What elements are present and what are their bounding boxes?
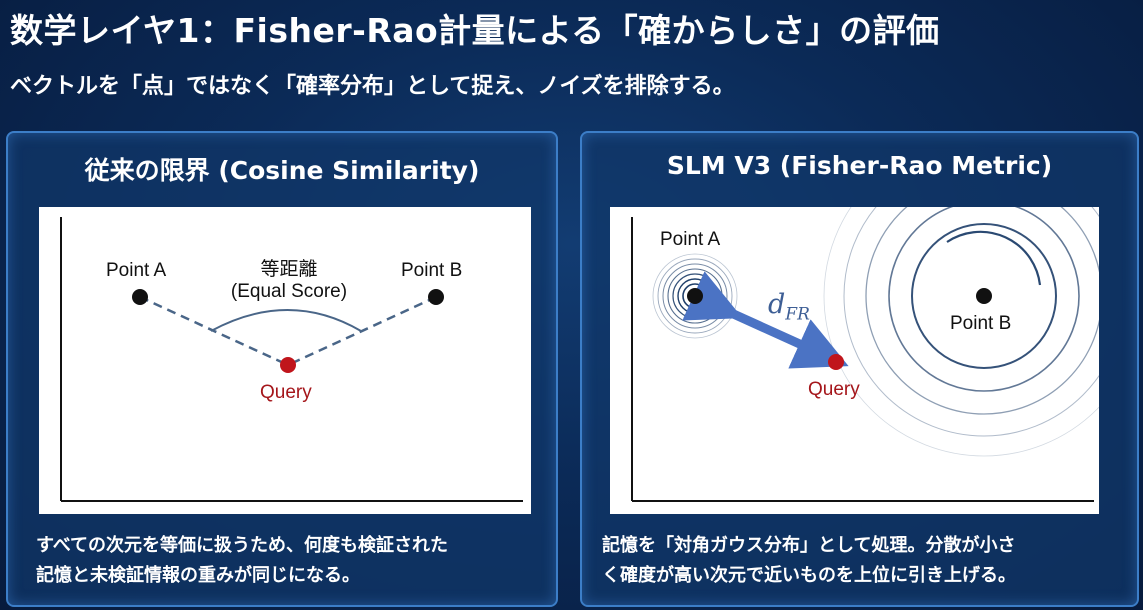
equal-score-label-line1: 等距離 [260, 259, 318, 280]
distance-symbol: d [768, 289, 786, 320]
query-point [828, 354, 844, 370]
caption-line: 記憶を「対角ガウス分布」として処理。分散が小さ [602, 535, 1016, 556]
point-a-label: Point A [660, 229, 721, 250]
point-b [976, 288, 992, 304]
point-a-label: Point A [106, 260, 167, 281]
page-subtitle: ベクトルを「点」ではなく「確率分布」として捉え、ノイズを排除する。 [10, 74, 735, 99]
cosine-similarity-panel: 従来の限界 (Cosine Similarity) Point A Point … [6, 131, 558, 607]
query-label: Query [260, 382, 312, 403]
panel-heading: SLM V3 (Fisher-Rao Metric) [666, 151, 1053, 180]
cosine-diagram-svg [60, 217, 523, 502]
distance-subscript: FR [785, 304, 810, 325]
panel-caption: 記憶を「対角ガウス分布」として処理。分散が小さ く確度が高い次元で近いものを上位… [602, 531, 1127, 591]
panel-caption: すべての次元を等価に扱うため、何度も検証された 記憶と未検証情報の重みが同じにな… [36, 531, 546, 591]
fisher-rao-panel: SLM V3 (Fisher-Rao Metric) [580, 131, 1139, 607]
equal-score-label: 等距離 (Equal Score) [209, 254, 369, 303]
query-label: Query [808, 379, 860, 400]
point-b [428, 289, 444, 305]
point-b-label: Point B [401, 260, 463, 281]
dashed-line-a-query [139, 295, 289, 367]
panel-heading: 従来の限界 (Cosine Similarity) [84, 156, 480, 185]
point-a [687, 288, 703, 304]
equal-score-label-line2: (Equal Score) [230, 281, 348, 302]
caption-line: 記憶と未検証情報の重みが同じになる。 [36, 565, 360, 586]
caption-line: すべての次元を等価に扱うため、何度も検証された [36, 535, 449, 556]
fisher-rao-diagram-svg [631, 207, 1099, 502]
cosine-diagram: Point A Point B Query 等距離 (Equal Score) [39, 207, 531, 514]
fisher-rao-distance-arrow [682, 271, 849, 369]
point-b-label: Point B [950, 313, 1012, 334]
caption-line: く確度が高い次元で近いものを上位に引き上げる。 [602, 565, 1016, 586]
fisher-rao-diagram: Point A Point B Query dFR [610, 207, 1099, 514]
query-point [280, 357, 296, 373]
equal-score-arc [210, 309, 362, 332]
dashed-line-b-query [287, 295, 437, 367]
point-a [132, 289, 148, 305]
fisher-rao-distance-label: dFR [768, 289, 810, 324]
page-title: 数学レイヤ1：Fisher-Rao計量による「確からしさ」の評価 [10, 11, 940, 50]
